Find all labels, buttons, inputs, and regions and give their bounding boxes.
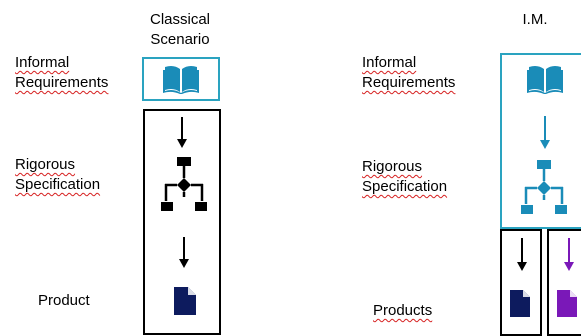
right-product-box-purple <box>547 229 581 336</box>
book-icon <box>163 65 199 94</box>
arrow-down-icon <box>177 117 187 148</box>
document-icon <box>510 290 530 317</box>
right-informal-line2: Requirements <box>362 74 456 91</box>
flowchart-icon <box>161 157 207 211</box>
right-rigorous-label: Rigorous Specification <box>362 157 447 197</box>
right-informal-line1: Informal <box>362 54 417 71</box>
classical-header: Classical Scenario <box>135 10 225 50</box>
classical-header-line2: Scenario <box>150 31 210 48</box>
document-icon <box>557 290 577 317</box>
arrow-down-icon <box>540 116 550 149</box>
flowchart-icon <box>521 160 567 214</box>
right-informal-label: Informal Requirements <box>362 53 455 93</box>
classical-header-line1: Classical <box>149 11 210 28</box>
left-rigorous-line1: Rigorous <box>15 156 76 173</box>
left-informal-line2: Requirements <box>15 74 109 91</box>
arrow-down-icon <box>564 238 574 271</box>
right-requirements-spec-box <box>500 53 581 229</box>
left-requirements-box <box>142 57 220 101</box>
left-informal-label: Informal Requirements <box>15 53 108 93</box>
left-rigorous-label: Rigorous Specification <box>15 155 100 195</box>
document-icon <box>174 287 196 315</box>
arrow-down-icon <box>517 238 527 271</box>
im-header: I.M. <box>522 11 548 28</box>
right-rigorous-line2: Specification <box>362 178 448 195</box>
right-rigorous-line1: Rigorous <box>362 158 423 175</box>
arrow-down-icon <box>179 237 189 268</box>
left-rigorous-line2: Specification <box>15 176 101 193</box>
left-spec-box <box>143 109 221 335</box>
book-icon <box>527 65 563 94</box>
left-informal-line1: Informal <box>15 54 70 71</box>
left-product-label: Product <box>38 292 90 309</box>
right-product-box-navy <box>500 229 542 336</box>
right-products-label: Products <box>373 302 433 319</box>
